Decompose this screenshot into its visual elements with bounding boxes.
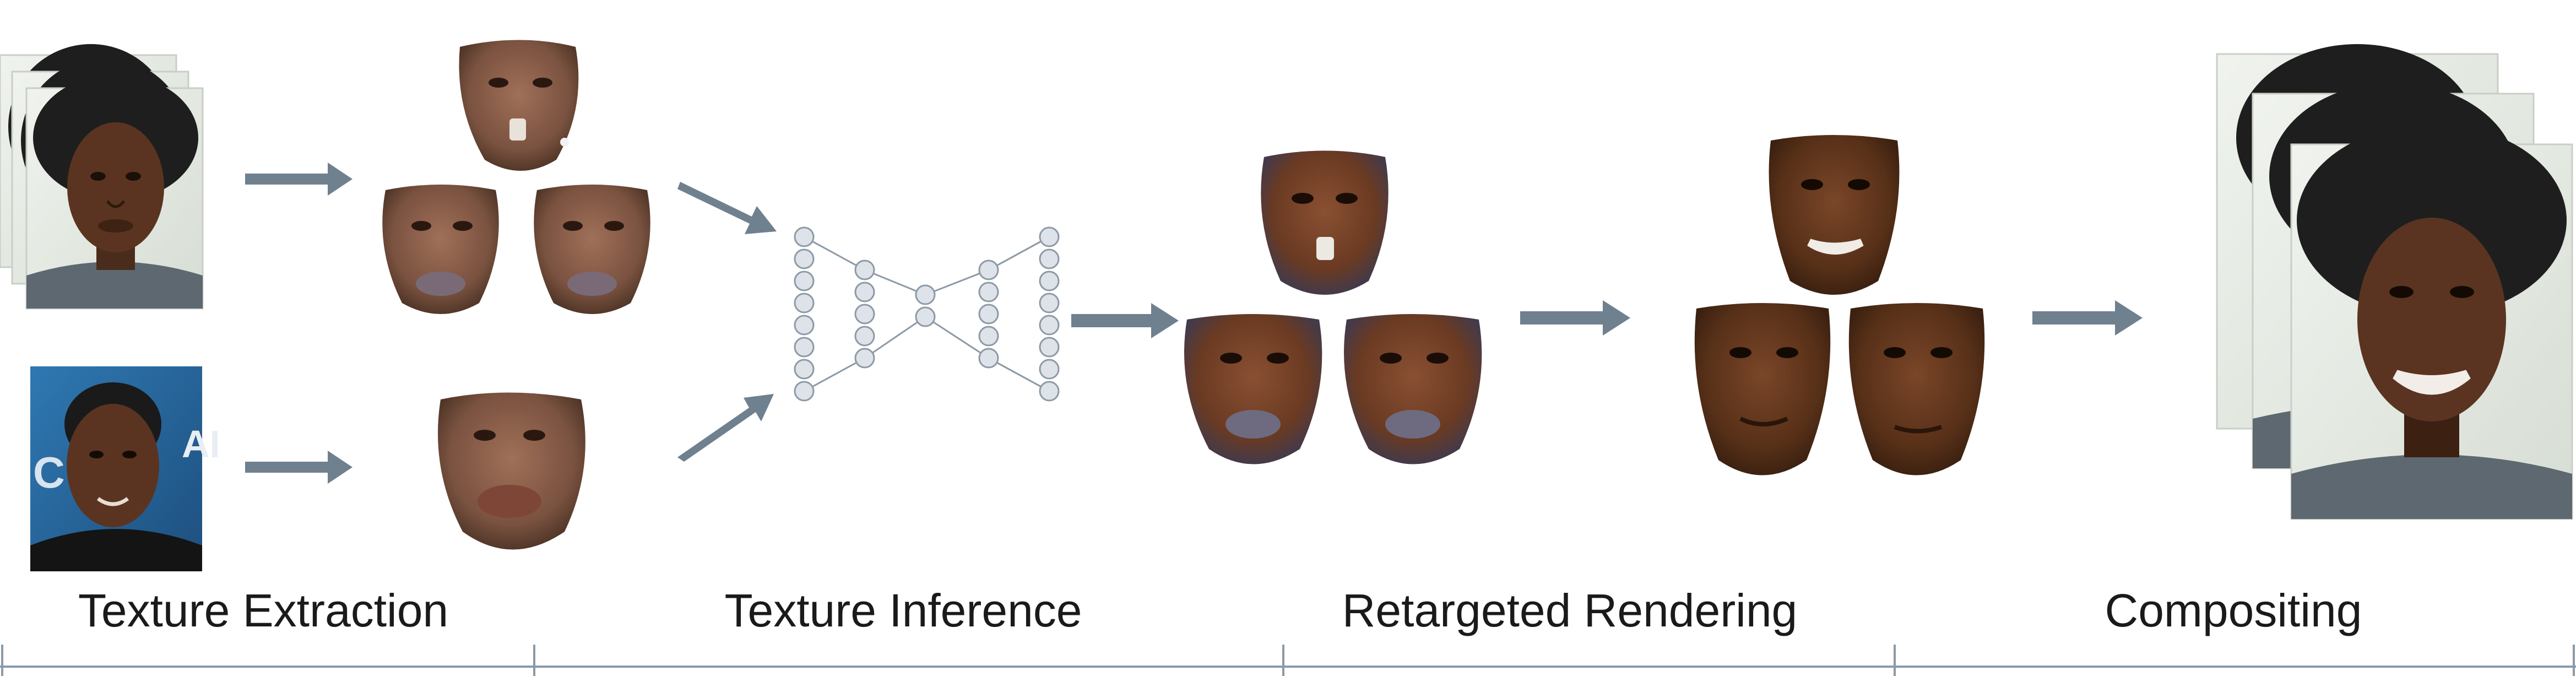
network-node (854, 259, 875, 280)
stage-label-texture-extraction: Texture Extraction (78, 585, 449, 636)
arrow-source-to-textures (245, 163, 352, 196)
arrow-textures-to-network-bottom (677, 394, 774, 462)
rendered-face-right (1848, 303, 1985, 475)
inferred-texture-maps (1184, 150, 1482, 464)
rendered-face-top (1769, 135, 1900, 295)
svg-text:C: C (33, 448, 65, 497)
inferred-texture-right (1344, 314, 1482, 464)
network-node (1039, 315, 1060, 336)
network-node (1039, 337, 1060, 358)
target-actor-photo: AI C (30, 366, 220, 571)
network-node (794, 315, 815, 336)
stage-label-retargeted-rendering: Retargeted Rendering (1342, 585, 1798, 636)
network-node (794, 248, 815, 269)
timeline (0, 645, 2576, 676)
network-node (794, 226, 815, 247)
svg-text:AI: AI (182, 423, 220, 466)
network-node (1039, 381, 1060, 402)
network-node (794, 293, 815, 313)
network-node (794, 359, 815, 380)
inferred-texture-left (1184, 314, 1322, 464)
network-node (794, 381, 815, 402)
network-edge (804, 357, 865, 392)
source-texture-left (382, 185, 499, 314)
arrow-textures-to-rendered-faces (1520, 300, 1630, 336)
network-node (978, 282, 999, 302)
network-node (915, 306, 936, 327)
source-frame-front (25, 74, 204, 310)
rendered-face-left (1694, 303, 1831, 475)
network-node (978, 348, 999, 369)
network-node (794, 337, 815, 358)
network-node (794, 271, 815, 291)
source-texture-right (534, 185, 650, 314)
network-edges (804, 236, 1050, 392)
output-frame-front (2290, 124, 2573, 520)
network-node (978, 304, 999, 325)
arrow-rendering-to-compositing (2032, 300, 2143, 336)
network-edge (864, 269, 926, 296)
texture-inference-network (794, 226, 1060, 402)
network-node (915, 284, 936, 305)
stage-label-compositing: Compositing (2105, 585, 2362, 636)
network-node (854, 304, 875, 325)
target-texture-map (438, 392, 585, 550)
source-video-frames (0, 44, 204, 310)
arrow-textures-to-network-top (677, 182, 777, 234)
network-nodes (794, 226, 1060, 402)
network-node (1039, 359, 1060, 380)
network-edge (988, 357, 1050, 392)
arrow-network-to-rendering (1071, 303, 1179, 338)
network-edge (925, 316, 989, 359)
composited-output-frames (2216, 44, 2573, 520)
network-node (1039, 293, 1060, 313)
source-texture-maps (382, 40, 650, 314)
arrow-target-to-texture (245, 451, 352, 484)
network-node (854, 326, 875, 347)
stage-label-texture-inference: Texture Inference (724, 585, 1082, 636)
network-node (978, 326, 999, 347)
network-edge (864, 316, 926, 359)
network-node (978, 259, 999, 280)
rendered-faces (1694, 135, 1985, 475)
network-edge (988, 236, 1050, 271)
network-node (854, 282, 875, 302)
network-edge (925, 269, 989, 296)
source-texture-top (459, 40, 579, 171)
network-node (1039, 248, 1060, 269)
network-node (854, 348, 875, 369)
network-edge (804, 236, 865, 271)
network-node (1039, 271, 1060, 291)
network-node (1039, 226, 1060, 247)
inferred-texture-top (1261, 150, 1389, 295)
